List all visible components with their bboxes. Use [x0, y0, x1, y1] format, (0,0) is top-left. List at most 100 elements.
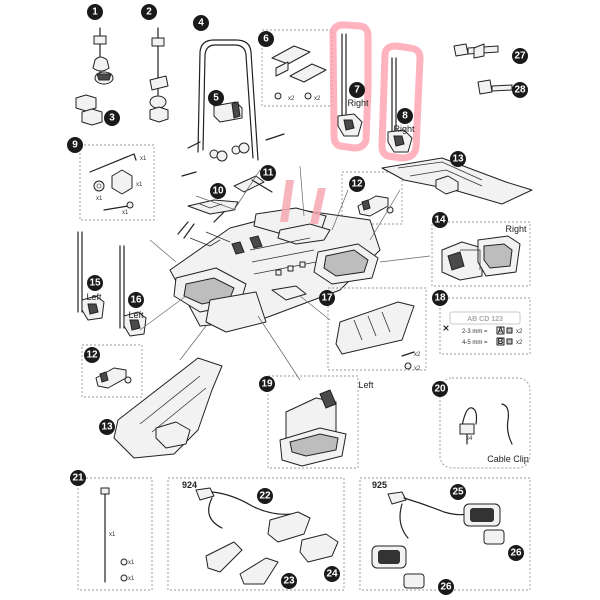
svg-text:9: 9	[72, 140, 78, 151]
variant-925-box	[359, 477, 531, 591]
callout-25: 25	[450, 484, 466, 500]
label-part-8-right: Right	[393, 124, 415, 134]
part-9-box	[79, 144, 155, 221]
svg-text:6: 6	[263, 34, 269, 45]
svg-text:15: 15	[89, 278, 101, 289]
callout-5: 5	[208, 90, 224, 106]
part-24-lamp	[299, 533, 339, 563]
part-11-lever	[233, 175, 273, 193]
callout-13-lower: 13	[99, 419, 115, 435]
part-4-hardware	[181, 133, 285, 177]
svg-text:5: 5	[213, 93, 219, 104]
main-carrier-body	[169, 207, 381, 333]
part-23-lamps	[205, 541, 279, 585]
part-17-cover-panel	[335, 301, 415, 370]
svg-text:24: 24	[326, 569, 338, 580]
part-26-lens-right	[483, 529, 505, 545]
svg-text:11: 11	[263, 168, 274, 179]
part-15-clamp-left	[77, 231, 105, 321]
callout-21: 21	[70, 470, 86, 486]
part-14-clamp-right	[441, 235, 521, 281]
callout-1: 1	[87, 4, 103, 20]
callout-20: 20	[432, 381, 448, 397]
svg-text:16: 16	[130, 295, 142, 306]
callout-4: 4	[193, 15, 209, 31]
part-21-strap	[100, 487, 128, 583]
variant-924-box	[167, 477, 345, 591]
part-20-box	[439, 377, 531, 469]
svg-text:3: 3	[109, 113, 115, 124]
part-18-box	[439, 297, 531, 355]
qty-21b: x1	[128, 560, 135, 566]
qty-17a: x2	[414, 352, 421, 358]
spacer-a-letter: A	[498, 326, 504, 335]
part-6-brackets	[271, 45, 327, 100]
part-12-box-upper	[341, 171, 403, 225]
callout-10: 10	[210, 183, 226, 199]
svg-text:23: 23	[283, 576, 295, 587]
callout-24: 24	[324, 566, 340, 582]
part-21-box	[77, 477, 153, 591]
svg-text:20: 20	[434, 384, 446, 395]
svg-text:17: 17	[321, 293, 333, 304]
svg-text:19: 19	[261, 379, 273, 390]
svg-text:26: 26	[510, 548, 522, 559]
svg-text:8: 8	[402, 111, 408, 122]
callout-3: 3	[104, 110, 120, 126]
part-26-lamp-left	[371, 545, 407, 569]
callout-17: 17	[319, 290, 335, 306]
part-3-caps	[75, 94, 169, 126]
svg-text:12: 12	[86, 350, 98, 361]
part-5-bracket	[213, 101, 243, 123]
callout-27: 27	[512, 48, 528, 64]
qty-17b: x2	[414, 366, 421, 372]
callout-12-lower: 12	[84, 347, 100, 363]
svg-text:7: 7	[354, 85, 360, 96]
part-18-plate-spacers: AB CD 123 2-3 mm = A x2 4-5 mm = B x2	[443, 311, 523, 346]
part-1-knob-assembly	[92, 27, 114, 85]
plate-text: AB CD 123	[467, 316, 503, 323]
label-cable-clip: Cable Clip	[487, 454, 529, 464]
part-8-clamp-right	[387, 57, 413, 153]
part-16-clamp-left	[119, 245, 147, 337]
svg-text:12: 12	[351, 179, 363, 190]
qty-9d: x1	[122, 210, 129, 216]
part-10-cover	[187, 199, 239, 215]
qty-9a: x1	[140, 156, 147, 162]
svg-text:2: 2	[146, 7, 152, 18]
part-26-lens-left	[403, 573, 425, 589]
qty-20: x4	[466, 436, 473, 442]
svg-text:14: 14	[434, 215, 446, 226]
part-12-clip-upper	[357, 195, 394, 217]
callout-12-upper: 12	[349, 176, 365, 192]
part-7-clamp-right	[337, 33, 363, 137]
svg-text:13: 13	[101, 422, 113, 433]
qty-9c: x1	[96, 196, 103, 202]
callout-18: 18	[432, 290, 448, 306]
callout-6: 6	[258, 31, 274, 47]
spacer-b-qty: x2	[516, 340, 523, 346]
svg-text:26: 26	[440, 582, 452, 593]
part-12-clip-lower	[95, 367, 132, 389]
part-19-clamp-left	[279, 389, 347, 467]
part-19-box	[267, 375, 359, 469]
callout-11: 11	[260, 165, 276, 181]
part-27-keys	[453, 43, 499, 59]
leader-lines	[139, 165, 431, 381]
spacer-a-qty: x2	[516, 329, 523, 335]
callout-26-right: 26	[508, 545, 524, 561]
callout-14: 14	[432, 212, 448, 228]
svg-text:22: 22	[259, 491, 271, 502]
callout-26-lower: 26	[438, 579, 454, 595]
part-8-highlight	[378, 42, 424, 162]
svg-text:25: 25	[452, 487, 464, 498]
part-2-knob-assembly	[149, 27, 169, 109]
spacer-b-label: 4-5 mm =	[462, 340, 488, 346]
svg-text:21: 21	[72, 473, 84, 484]
callout-2: 2	[141, 4, 157, 20]
label-part-19-left: Left	[358, 380, 374, 390]
label-part-14-right: Right	[505, 224, 527, 234]
callout-28: 28	[512, 82, 528, 98]
label-part-15-left: Left	[86, 292, 102, 302]
